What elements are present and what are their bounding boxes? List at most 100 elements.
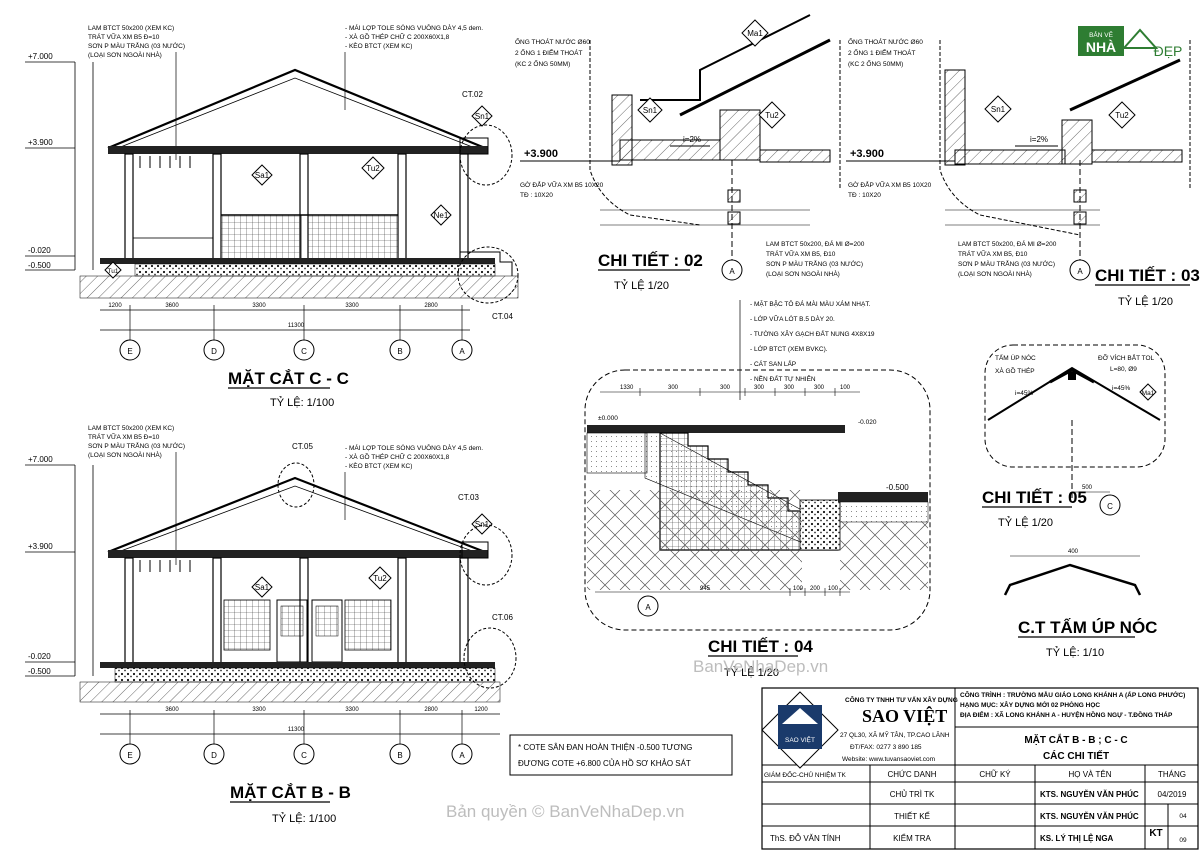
company-brand: SAO VIỆT [862, 705, 947, 726]
section-cc-title: MẶT CẮT C - C [228, 369, 349, 388]
d04-elev-left: ±0.000 [598, 415, 618, 422]
note-right-2: - XÀ GỒ THÉP CHỮ C 200X60X1,8 [345, 31, 450, 41]
d03-bottom-4: (LOẠI SƠN NGOÀI NHÀ) [958, 269, 1032, 278]
ridge-dim: 400 [1068, 549, 1079, 555]
bb-note-left-4: (LOẠI SƠN NGOÀI NHÀ) [88, 450, 162, 459]
elev-top: +7.000 [28, 52, 53, 61]
callout-ct02: CT.02 [462, 90, 483, 99]
d02-bottom-3: SƠN P MÀU TRẮNG (03 NƯỚC) [766, 259, 863, 268]
elev-ground: -0.500 [28, 261, 51, 270]
d02-scale: TỶ LỆ 1/20 [614, 279, 669, 292]
d03-grid-a: A [1077, 267, 1083, 276]
project-line-3: ĐỊA ĐIỂM : XÃ LONG KHÁNH A - HUYỆN HỒNG … [960, 709, 1173, 719]
bb-grid-b: B [397, 751, 402, 760]
note-right-1: - MÁI LỢP TOLE SÓNG VUÔNG DÀY 4,5 dem. [345, 23, 483, 32]
project-line-2: HẠNG MỤC: XÂY DỰNG MỚI 02 PHÒNG HỌC [960, 700, 1100, 709]
detail-02: ỐNG THOÁT NƯỚC Ø60 2 ỐNG 1 ĐIỂM THOÁT (K… [515, 14, 865, 292]
company-logo: SAO VIỆT [778, 705, 822, 749]
d04-scale: TỶ LỆ 1/20 [724, 666, 779, 679]
dim-5: 2800 [424, 303, 438, 309]
d03-mid-2: TĐ : 10X20 [848, 192, 881, 199]
d02-mid-1: GỜ ĐẮP VỮA XM B5 10X20 [520, 180, 604, 189]
d04-dim-b4: 100 [828, 586, 839, 592]
bb-dim-1: 3600 [165, 707, 179, 713]
bb-grid-c: C [301, 751, 307, 760]
d05-label-3: ĐỠ VÍCH BẮT TOL [1098, 353, 1155, 362]
row1-name: KTS. NGUYỄN VĂN PHÚC [1040, 790, 1139, 799]
d02-tag-sn1: Sn1 [643, 106, 658, 115]
watermark-bottom: Bản quyền © BanVeNhaDep.vn [446, 802, 684, 821]
ridge-scale: TỶ LỆ: 1/10 [1046, 646, 1104, 659]
d04-layer-1: - MẶT BẬC TÔ ĐÁ MÀI MÀU XÁM NHẠT. [750, 299, 871, 308]
d03-note-2: 2 ỐNG 1 ĐIỂM THOÁT [848, 47, 915, 57]
d04-layer-6: - NỀN ĐẤT TỰ NHIÊN [750, 373, 816, 383]
svg-text:BẢN VẼ: BẢN VẼ [1089, 30, 1114, 39]
section-cc: +7.000 +3.900 -0.020 -0.500 LAM BTCT 50x… [25, 23, 519, 409]
d03-tag-sn1: Sn1 [991, 105, 1006, 114]
tags-cc: Sa1 Tu2 Ne1 Sn1 Tu1 [104, 105, 493, 279]
grid-e: E [127, 347, 132, 356]
elev-top-bb: +7.000 [28, 455, 53, 464]
row3-left: ThS. ĐỖ VĂN TÍNH [770, 834, 841, 843]
d05-scale: TỶ LỆ 1/20 [998, 516, 1053, 529]
d02-tag-ma1: Ma1 [747, 29, 763, 38]
bb-note-right-3: - KÈO BTCT (XEM KC) [345, 461, 412, 470]
bb-grid-a: A [459, 751, 465, 760]
d04-dim-b3: 200 [810, 586, 821, 592]
dim-total: 11300 [288, 323, 305, 329]
d03-bottom-1: LAM BTCT 50x200, ĐÁ MI Ø=200 [958, 239, 1057, 248]
d04-elev-right: -0.020 [858, 419, 877, 426]
header-sign: CHỮ KÝ [979, 770, 1011, 779]
d03-scale: TỶ LỆ 1/20 [1118, 295, 1173, 308]
row2-month: 04 [1179, 813, 1187, 820]
d04-dim-t5: 300 [784, 385, 795, 391]
d04-layer-3: - TƯỜNG XÂY GẠCH ĐẤT NUNG 4X8X19 [750, 328, 875, 338]
grid-bubbles-cc: E D C B A [119, 339, 473, 361]
bb-dim-2: 3300 [252, 707, 266, 713]
d03-bottom-2: TRÁT VỮA XM B5, Đ10 [958, 249, 1028, 258]
tag-ne1: Ne1 [434, 211, 449, 220]
drawing-title-1: MẶT CẮT B - B ; C - C [1024, 733, 1127, 746]
bb-note-left-2: TRÁT VỮA XM B5 Đ=10 [88, 432, 160, 441]
detail-04: - MẶT BẬC TÔ ĐÁ MÀI MÀU XÁM NHẠT. - LỚP … [584, 299, 931, 679]
bb-note-left-3: SƠN P MÀU TRẮNG (03 NƯỚC) [88, 441, 185, 450]
dim-4: 3300 [345, 303, 359, 309]
bb-note-right-2: - XÀ GỒ THÉP CHỮ C 200X60X1,8 [345, 451, 450, 461]
note-box-line1: * COTE SÂN ĐAN HOÀN THIỆN -0.500 TƯƠNG [518, 743, 692, 752]
d03-note-3: (KC 2 ỐNG 50MM) [848, 58, 903, 68]
company-website: Website: www.tuvansaoviet.com [842, 756, 935, 763]
section-bb-scale: TỶ LỆ: 1/100 [272, 812, 336, 825]
d04-dim-t6: 300 [814, 385, 825, 391]
d05-label-1: TẤM ÚP NÓC [995, 352, 1036, 362]
dim-3: 3300 [252, 303, 266, 309]
row1-month: 04/2019 [1158, 790, 1187, 799]
d02-mid-2: TĐ : 10X20 [520, 192, 553, 199]
d04-dim-b1: 945 [700, 586, 711, 592]
callout-ct05: CT.05 [292, 442, 313, 451]
d02-grid-a: A [729, 267, 735, 276]
note-left-3: SƠN P MÀU TRẮNG (03 NƯỚC) [88, 41, 185, 50]
d02-title: CHI TIẾT : 02 [598, 251, 703, 270]
logo-text: SAO VIỆT [785, 735, 815, 744]
dim-1: 1200 [108, 303, 122, 309]
tag-sn1: Sn1 [475, 112, 490, 121]
bb-tag-sa1: Sa1 [255, 583, 270, 592]
d02-bottom-4: (LOẠI SƠN NGOÀI NHÀ) [766, 269, 840, 278]
d04-dim-t7: 100 [840, 385, 851, 391]
d02-note-2: 2 ỐNG 1 ĐIỂM THOÁT [515, 47, 582, 57]
d05-slope-left: i=45% [1015, 390, 1033, 397]
callout-ct04: CT.04 [492, 312, 513, 321]
d04-title: CHI TIẾT : 04 [708, 637, 813, 656]
svg-text:NHÀ: NHÀ [1086, 39, 1116, 55]
d04-layer-4: - LỚP BTCT (XEM BVKC). [750, 344, 828, 353]
bb-dim-3: 3300 [345, 707, 359, 713]
section-bb-title: MẶT CẮT B - B [230, 783, 351, 802]
d03-title: CHI TIẾT : 03 [1095, 266, 1200, 285]
row3-name: KS. LÝ THỊ LỆ NGA [1040, 834, 1114, 843]
d03-note-1: ỐNG THOÁT NƯỚC Ø60 [848, 36, 923, 46]
ridge-title: C.T TẤM ÚP NÓC [1018, 618, 1157, 637]
row3-month: 09 [1179, 837, 1187, 844]
d04-layer-2: - LỚP VỮA LÓT B.5 DÀY 20. [750, 314, 835, 323]
callout-ct03: CT.03 [458, 493, 479, 502]
